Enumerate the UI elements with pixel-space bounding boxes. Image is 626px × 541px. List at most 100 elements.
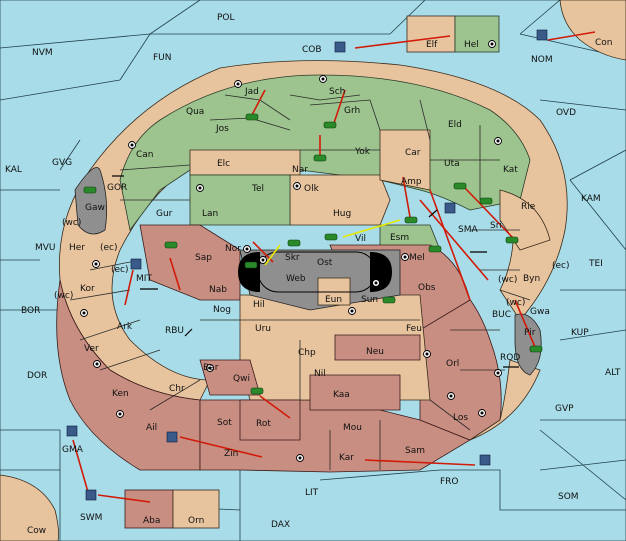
land-label: Kat xyxy=(503,165,518,175)
sea-label: GVP xyxy=(555,404,574,414)
sea-label: NOM xyxy=(531,55,553,65)
coast-note: (wc) xyxy=(54,291,73,301)
land-label: Ost xyxy=(317,258,333,268)
army-icon xyxy=(287,239,301,247)
territory-borders xyxy=(69,94,531,470)
supply-centers xyxy=(80,40,502,462)
sea-label: ALT xyxy=(605,368,621,378)
sea-label: LIT xyxy=(305,488,319,498)
army-icon xyxy=(324,233,338,241)
land-label: Uta xyxy=(444,159,460,169)
sea-label: DOR xyxy=(27,371,47,381)
land-label: Vil xyxy=(355,234,366,244)
island-gaw xyxy=(74,167,108,235)
coast-notes: (wc) (ec) (ec) (wc) (wc) (wc) (ec) xyxy=(54,218,570,308)
sea-label: FUN xyxy=(153,53,172,63)
land-label: Mou xyxy=(343,423,362,433)
coast-note: (wc) xyxy=(506,298,525,308)
sea-label: POL xyxy=(217,13,235,23)
land-label: Her xyxy=(69,243,85,253)
sea-label: BOR xyxy=(21,306,40,316)
army-icon xyxy=(245,113,259,121)
land-label: Ken xyxy=(112,389,129,399)
fleet-icon xyxy=(334,41,346,53)
land-label: Mel xyxy=(409,253,425,263)
land-label: Eun xyxy=(325,295,342,305)
land-label: Qwi xyxy=(233,374,250,384)
land-label: Feu xyxy=(406,324,422,334)
land-labels: Elf Hel Jad Sch Qua Grh Jos Eld Can Car … xyxy=(69,40,550,526)
army-icon xyxy=(313,154,327,162)
fleet-icon xyxy=(479,454,491,466)
land-label: Nor xyxy=(225,244,241,254)
fleet-icon xyxy=(166,431,178,443)
corner-cow xyxy=(0,474,59,541)
land-label: Eld xyxy=(448,120,462,130)
land-label: Sri xyxy=(490,221,502,231)
sea-label: SOM xyxy=(558,492,579,502)
army-icon xyxy=(404,216,418,224)
land-label: Aba xyxy=(143,516,160,526)
army-icon xyxy=(83,186,97,194)
sea-label: MVU xyxy=(35,243,56,253)
land-label: Sam xyxy=(405,446,425,456)
land-label: Can xyxy=(136,150,154,160)
sea-label: DAX xyxy=(271,520,290,530)
army-icon xyxy=(382,296,396,304)
los-area xyxy=(469,359,541,441)
sea-label: FRO xyxy=(440,477,459,487)
orn xyxy=(172,489,220,529)
land-label: Bar xyxy=(203,363,219,373)
sea-label: GOR xyxy=(107,183,127,193)
land-label: Esm xyxy=(390,233,409,243)
qwi xyxy=(199,359,261,396)
sea-label: TEI xyxy=(588,259,603,269)
land-label: Gwa xyxy=(530,307,550,317)
land-label: Jos xyxy=(215,124,229,134)
sea-label: KUP xyxy=(571,328,589,338)
green-region xyxy=(119,74,531,231)
order-arrows xyxy=(72,31,596,503)
kaa xyxy=(309,374,401,411)
army-icon xyxy=(453,182,467,190)
sea-label: ROD xyxy=(500,353,520,363)
sea-label: NVM xyxy=(32,48,53,58)
fleet-icon xyxy=(444,202,456,214)
army-icon xyxy=(529,345,543,353)
land-label: Rie xyxy=(521,202,536,212)
sea-label: BUC xyxy=(492,310,511,320)
land-label: Hil xyxy=(253,300,265,310)
land-label: Nab xyxy=(209,285,227,295)
coast-note: (ec) xyxy=(552,261,570,271)
sea-label: OVD xyxy=(556,108,576,118)
fleet-icon xyxy=(66,425,78,437)
fleet-units xyxy=(66,29,548,501)
land-label: Nil xyxy=(314,369,326,379)
army-icon xyxy=(250,387,264,395)
land-label: Sap xyxy=(195,253,212,263)
land-label: Kor xyxy=(80,284,95,294)
fleet-icon xyxy=(130,258,142,270)
land-label: Sch xyxy=(329,87,345,97)
land-label: Sot xyxy=(217,418,232,428)
sea-label: COB xyxy=(302,45,322,55)
land-label: Jad xyxy=(244,87,259,97)
sea-label: RBU xyxy=(165,326,184,336)
army-units xyxy=(83,113,543,395)
sea-label: GMA xyxy=(62,445,84,455)
land-label: Ark xyxy=(117,322,133,332)
land-label: Sun xyxy=(361,295,378,305)
land-label: Tel xyxy=(251,184,264,194)
tel-lan xyxy=(189,174,291,226)
land-label: Web xyxy=(286,274,306,284)
land-label: Pir xyxy=(524,328,536,338)
sea-label: KAL xyxy=(5,165,22,175)
coast-note: (wc) xyxy=(498,275,517,285)
land-label: Neu xyxy=(366,347,384,357)
land-label: Chr xyxy=(169,384,185,394)
land-label: Car xyxy=(405,148,421,158)
land-label: Chp xyxy=(298,348,316,358)
army-icon xyxy=(505,236,519,244)
land-label: Hug xyxy=(333,209,351,219)
